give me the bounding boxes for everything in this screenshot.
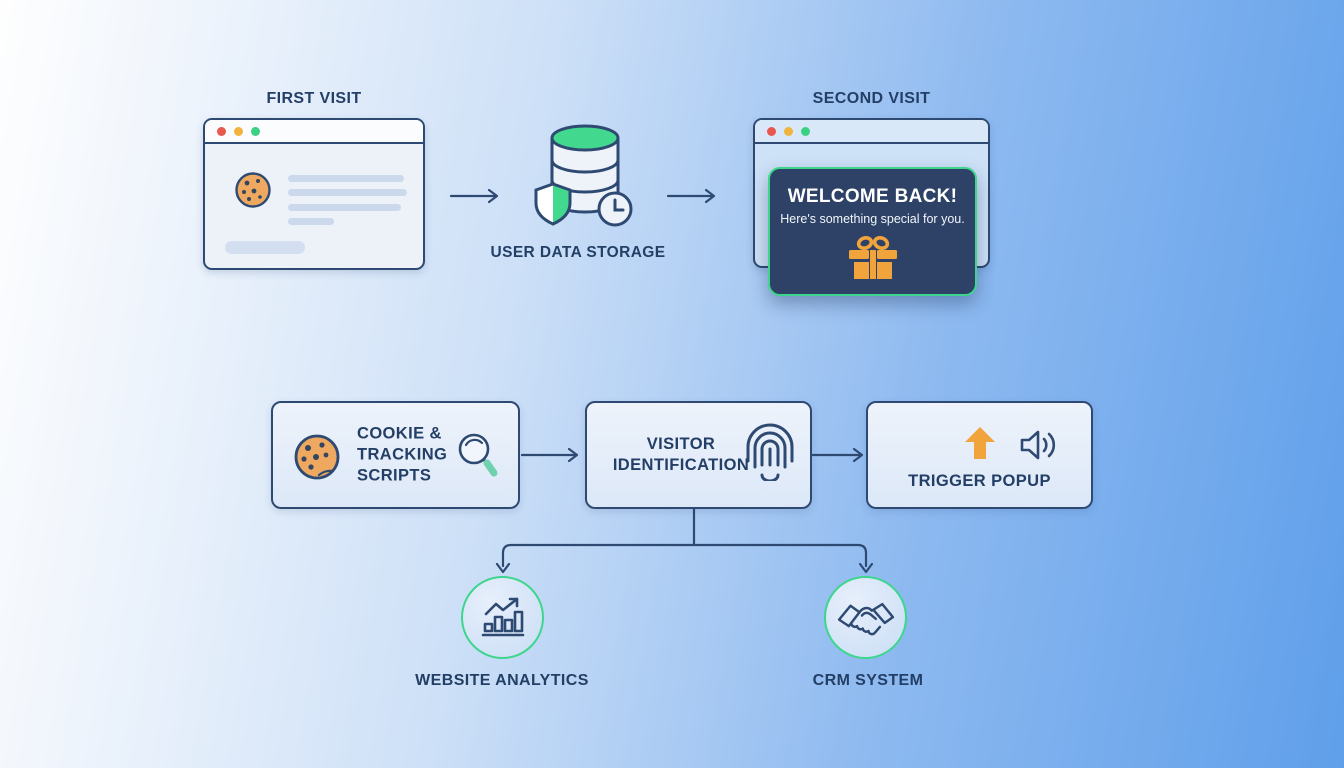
fingerprint-icon [746, 423, 794, 481]
cookie-icon [235, 172, 271, 208]
visitor-identification-box: VISITOR IDENTIFICATION [585, 401, 812, 509]
popup-subtitle: Here's something special for you. [780, 212, 965, 226]
website-analytics-node [461, 576, 544, 659]
content-line [288, 218, 334, 225]
close-dot-icon [217, 126, 226, 136]
window-titlebar [205, 120, 423, 144]
box-label: COOKIE & TRACKING SCRIPTS [357, 424, 448, 485]
close-dot-icon [767, 126, 776, 136]
trigger-popup-box: TRIGGER POPUP [866, 401, 1093, 509]
up-arrow-icon [965, 427, 995, 459]
database-icon [534, 124, 633, 227]
branch-arrow-analytics [495, 562, 511, 574]
node-label: WEBSITE ANALYTICS [415, 672, 589, 689]
clock-icon [597, 191, 633, 227]
node-label: CRM SYSTEM [812, 672, 924, 689]
content-line [288, 175, 404, 182]
second-visit-title: SECOND VISIT [812, 90, 931, 107]
cookie-tracking-scripts-box: COOKIE & TRACKING SCRIPTS [271, 401, 520, 509]
maximize-dot-icon [801, 126, 810, 136]
welcome-popup: WELCOME BACK! Here's something special f… [768, 167, 977, 296]
storage-label: USER DATA STORAGE [490, 244, 666, 261]
branch-arrow-crm [858, 562, 874, 574]
content-line [288, 189, 407, 196]
content-line [288, 204, 401, 211]
cookie-icon [294, 434, 340, 480]
branch-bar [501, 543, 868, 568]
first-visit-title: FIRST VISIT [266, 90, 362, 107]
magnifier-icon [458, 433, 498, 477]
crm-system-node [824, 576, 907, 659]
minimize-dot-icon [784, 126, 793, 136]
window-titlebar [755, 120, 988, 144]
gift-icon [848, 236, 897, 279]
handshake-icon [837, 602, 894, 635]
maximize-dot-icon [251, 126, 260, 136]
bar-chart-icon [481, 597, 524, 636]
content-button-placeholder [225, 241, 305, 254]
popup-title: WELCOME BACK! [787, 186, 958, 207]
speaker-icon [1020, 430, 1056, 460]
shield-icon [534, 182, 572, 226]
box-label: VISITOR IDENTIFICATION [612, 434, 750, 474]
first-visit-window [203, 118, 425, 270]
minimize-dot-icon [234, 126, 243, 136]
box-label: TRIGGER POPUP [908, 472, 1051, 490]
